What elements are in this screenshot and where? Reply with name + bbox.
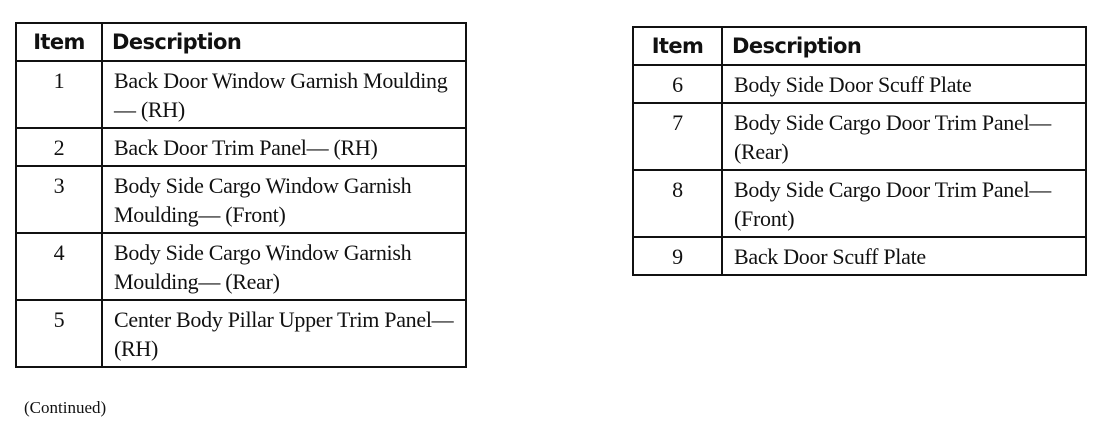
item-description: Body Side Cargo Window Garnish Moulding—… — [101, 165, 467, 234]
item-description: Back Door Trim Panel— (RH) — [101, 127, 467, 167]
item-number: 7 — [632, 102, 723, 171]
description-column-header: Description — [721, 26, 1087, 66]
item-description: Body Side Cargo Window Garnish Moulding—… — [101, 232, 467, 301]
item-description: Center Body Pillar Upper Trim Panel— (RH… — [101, 299, 467, 368]
item-number: 8 — [632, 169, 723, 238]
item-description: Body Side Cargo Door Trim Panel— (Front) — [721, 169, 1087, 238]
table-row: 1 Back Door Window Garnish Moulding— (RH… — [15, 60, 467, 129]
item-description: Back Door Scuff Plate — [721, 236, 1087, 276]
item-description: Body Side Cargo Door Trim Panel— (Rear) — [721, 102, 1087, 171]
table-row: 6 Body Side Door Scuff Plate — [632, 64, 1087, 104]
item-column-header: Item — [632, 26, 723, 66]
item-number: 9 — [632, 236, 723, 276]
table-header-row: Item Description — [15, 22, 467, 62]
item-description: Back Door Window Garnish Moulding— (RH) — [101, 60, 467, 129]
table-row: 2 Back Door Trim Panel— (RH) — [15, 127, 467, 167]
table-row: 5 Center Body Pillar Upper Trim Panel— (… — [15, 299, 467, 368]
description-column-header: Description — [101, 22, 467, 62]
table-row: 8 Body Side Cargo Door Trim Panel— (Fron… — [632, 169, 1087, 238]
item-number: 3 — [15, 165, 103, 234]
table-row: 9 Back Door Scuff Plate — [632, 236, 1087, 276]
item-number: 1 — [15, 60, 103, 129]
table-row: 7 Body Side Cargo Door Trim Panel— (Rear… — [632, 102, 1087, 171]
item-description: Body Side Door Scuff Plate — [721, 64, 1087, 104]
table-header-row: Item Description — [632, 26, 1087, 66]
parts-table-right: Item Description 6 Body Side Door Scuff … — [632, 26, 1087, 276]
item-number: 2 — [15, 127, 103, 167]
item-number: 6 — [632, 64, 723, 104]
item-column-header: Item — [15, 22, 103, 62]
table-row: 4 Body Side Cargo Window Garnish Mouldin… — [15, 232, 467, 301]
parts-table-left: Item Description 1 Back Door Window Garn… — [15, 22, 467, 368]
table-row: 3 Body Side Cargo Window Garnish Mouldin… — [15, 165, 467, 234]
item-number: 5 — [15, 299, 103, 368]
continued-note: (Continued) — [24, 398, 107, 417]
item-number: 4 — [15, 232, 103, 301]
